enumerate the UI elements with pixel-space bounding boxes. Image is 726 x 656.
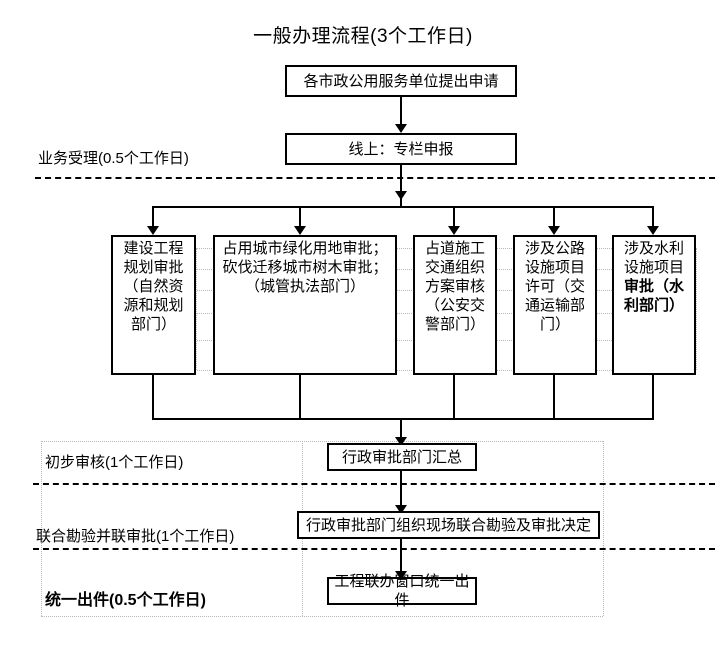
box-line: 占道施工 xyxy=(424,240,485,257)
box-line: 设施项目 xyxy=(623,259,684,276)
guide-line xyxy=(114,313,696,314)
parallel-box-greenland-tree-approval-text: 占用城市绿化用地审批； 砍伐迁移城市树木审批； （城管执法部门） xyxy=(215,237,395,298)
arrow-branch-1 xyxy=(147,226,159,235)
box-line: 利部门） xyxy=(623,297,684,314)
step-box-output[interactable]: 工程联办窗口统一出件 xyxy=(327,573,477,609)
phase-divider-1 xyxy=(33,483,715,485)
fanin-riser-1 xyxy=(152,375,154,420)
guide-line xyxy=(114,370,696,371)
step-box-apply[interactable]: 各市政公用服务单位提出申请 xyxy=(285,65,517,97)
box-line: 部门） xyxy=(130,316,176,333)
parallel-box-highway-facility-permit[interactable]: 涉及公路 设施项目 许可（交 通运输部 门） xyxy=(513,235,597,375)
guide-line xyxy=(603,441,604,616)
box-line: 涉及水利 xyxy=(623,240,684,257)
connector-joint-to-output xyxy=(400,539,402,575)
step-box-joint-survey-label: 行政审批部门组织现场联合勘验及审批决定 xyxy=(305,516,591,534)
connector-summary-to-joint xyxy=(400,471,402,509)
arrow-branch-2 xyxy=(294,226,306,235)
box-line: 交通组织 xyxy=(424,259,485,276)
step-box-online-label: 线上：专栏申报 xyxy=(348,140,454,158)
step-box-summary[interactable]: 行政审批部门汇总 xyxy=(327,443,477,471)
box-line: 涉及公路 xyxy=(524,240,585,257)
page-title: 一般办理流程(3个工作日) xyxy=(253,26,473,47)
arrow-branch-4 xyxy=(548,226,560,235)
parallel-box-road-traffic-plan-review[interactable]: 占道施工 交通组织 方案审核 （公安交 警部门） xyxy=(413,235,497,375)
box-line: 砍伐迁移城市树木审批； xyxy=(222,259,388,276)
fanin-bus xyxy=(152,418,654,420)
box-line: （城管执法部门） xyxy=(244,278,365,295)
step-box-online[interactable]: 线上：专栏申报 xyxy=(285,133,517,165)
step-box-apply-label: 各市政公用服务单位提出申请 xyxy=(303,72,499,90)
guide-line xyxy=(114,290,696,291)
step-box-joint-survey[interactable]: 行政审批部门组织现场联合勘验及审批决定 xyxy=(297,511,600,539)
step-box-output-label: 工程联办窗口统一出件 xyxy=(334,573,470,609)
arrow-branch-5 xyxy=(647,226,659,235)
parallel-box-planning-approval[interactable]: 建设工程 规划审批 （自然资 源和规划 部门） xyxy=(111,235,196,375)
box-line: （公安交 xyxy=(424,297,485,314)
fanin-riser-3 xyxy=(453,375,455,420)
fanout-bus xyxy=(152,206,652,208)
box-line: 许可（交 xyxy=(524,278,585,295)
fanin-riser-4 xyxy=(553,375,555,420)
fanout-drop-1 xyxy=(152,206,154,228)
guide-line xyxy=(114,340,696,341)
fanout-drop-3 xyxy=(453,206,455,228)
box-line: 警部门） xyxy=(424,316,485,333)
guide-line xyxy=(696,248,697,370)
box-line: 占用城市绿化用地审批； xyxy=(222,240,388,257)
box-line: 通运输部 xyxy=(524,297,585,314)
box-line: 建设工程 xyxy=(123,240,184,257)
box-line: 方案审核 xyxy=(424,278,485,295)
parallel-box-road-traffic-plan-review-text: 占道施工 交通组织 方案审核 （公安交 警部门） xyxy=(415,237,495,336)
fanin-riser-2 xyxy=(299,375,301,420)
guide-line xyxy=(196,248,197,370)
fanout-stem xyxy=(400,165,402,208)
phase-divider-0 xyxy=(35,177,715,179)
phase-label-1: 初步审核(1个工作日) xyxy=(45,454,184,471)
phase-label-0: 业务受理(0.5个工作日) xyxy=(38,150,189,167)
box-line: 门） xyxy=(539,316,570,333)
arrow-branch-3 xyxy=(448,226,460,235)
guide-line xyxy=(41,616,603,617)
guide-line xyxy=(114,269,696,270)
step-box-summary-label: 行政审批部门汇总 xyxy=(341,448,462,466)
fanout-drop-2 xyxy=(299,206,301,228)
box-line: 源和规划 xyxy=(123,297,184,314)
fanout-drop-4 xyxy=(553,206,555,228)
parallel-box-water-facility-approval[interactable]: 涉及水利 设施项目 审批（水 利部门） xyxy=(612,235,696,375)
arrow-summary-to-joint xyxy=(395,505,407,514)
arrow-joint-to-output xyxy=(395,571,407,580)
fanout-drop-5 xyxy=(652,206,654,228)
box-line: 设施项目 xyxy=(524,259,585,276)
arrow-fanin-to-summary xyxy=(395,437,407,446)
connector-apply-to-online xyxy=(400,97,402,124)
guide-line xyxy=(41,441,42,616)
phase-divider-2 xyxy=(33,548,715,550)
parallel-box-planning-approval-text: 建设工程 规划审批 （自然资 源和规划 部门） xyxy=(113,237,194,336)
box-line: （自然资 xyxy=(123,278,184,295)
fanin-riser-5 xyxy=(652,375,654,420)
phase-label-3: 统一出件(0.5个工作日) xyxy=(45,592,206,609)
box-line: 规划审批 xyxy=(123,259,184,276)
guide-line xyxy=(41,441,603,442)
connector-fanin-to-summary xyxy=(400,418,402,440)
arrow-apply-to-online xyxy=(395,124,407,133)
parallel-box-highway-facility-permit-text: 涉及公路 设施项目 许可（交 通运输部 门） xyxy=(515,237,595,336)
box-line: 审批（水 xyxy=(623,278,684,295)
parallel-box-water-facility-approval-text: 涉及水利 设施项目 审批（水 利部门） xyxy=(614,237,694,317)
guide-line xyxy=(114,248,696,249)
phase-label-2: 联合勘验并联审批(1个工作日) xyxy=(36,528,235,545)
parallel-box-greenland-tree-approval[interactable]: 占用城市绿化用地审批； 砍伐迁移城市树木审批； （城管执法部门） xyxy=(213,235,397,375)
